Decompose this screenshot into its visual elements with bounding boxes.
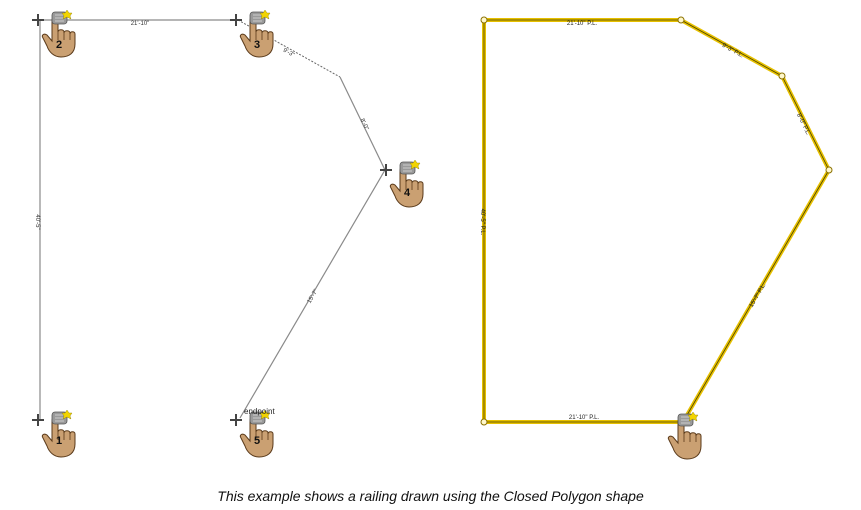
right-label-bottom: 21'-10" P.L. [569, 415, 600, 421]
crosshair-icon [229, 13, 243, 27]
vertex-handle[interactable] [677, 16, 685, 24]
right-label-left-side: 40'-5" P.L. [479, 209, 485, 236]
right-closed-polygon-drawing: 21'-10" P.L. 9'-3" P.L. 8'-0" P.L. 15'-7… [479, 16, 833, 460]
click-point-label: 3 [254, 39, 260, 51]
crosshair-icon [229, 413, 243, 427]
vertex-handle[interactable] [825, 166, 833, 174]
click-point-1: 1 [31, 409, 76, 458]
pointing-hand-cursor-icon [239, 409, 274, 458]
vertex-handle[interactable] [480, 418, 488, 426]
closed-polygon-outline [482, 18, 831, 424]
left-segment-4-5 [239, 169, 386, 419]
crosshair-icon [31, 413, 45, 427]
click-point-3: 3 [229, 9, 274, 58]
crosshair-icon [379, 163, 393, 177]
left-label-diag-1: 9'-3" [282, 48, 295, 59]
click-point-label: 4 [404, 187, 411, 199]
click-point-label: 2 [56, 39, 62, 51]
click-point-2: 2 [31, 9, 76, 58]
left-segment-a-4 [339, 76, 386, 171]
click-point-4: 4 [379, 159, 424, 208]
click-point-label: 5 [254, 435, 260, 447]
click-point-5: endpoint 5 [229, 407, 275, 458]
vertex-handle[interactable] [480, 16, 488, 24]
vertex-handle[interactable] [778, 72, 786, 80]
pointing-hand-cursor-icon [667, 411, 702, 460]
closed-polygon-core [483, 19, 830, 423]
pointing-hand-cursor-icon [389, 159, 424, 208]
right-label-long-diag: 15'-7" P.L. [749, 282, 768, 309]
click-point-label: 1 [56, 435, 62, 447]
endpoint-snap-label: endpoint [244, 407, 275, 416]
closing-click-point [667, 411, 702, 460]
polygon-vertices [480, 16, 833, 426]
left-label-left-side: 40'-5" [34, 214, 40, 229]
right-label-top: 21'-10" P.L. [567, 21, 598, 27]
pointing-hand-cursor-icon [41, 409, 76, 458]
left-polyline-drawing: 21'-10" 9'-3" 8'-0" 15'-7" 40'-5" 2 3 4 … [31, 9, 424, 458]
left-label-long-diag: 15'-7" [307, 288, 320, 304]
left-label-top: 21'-10" [131, 21, 150, 27]
figure-caption: This example shows a railing drawn using… [217, 488, 644, 504]
crosshair-icon [31, 13, 45, 27]
left-label-diag-2: 8'-0" [359, 118, 370, 131]
